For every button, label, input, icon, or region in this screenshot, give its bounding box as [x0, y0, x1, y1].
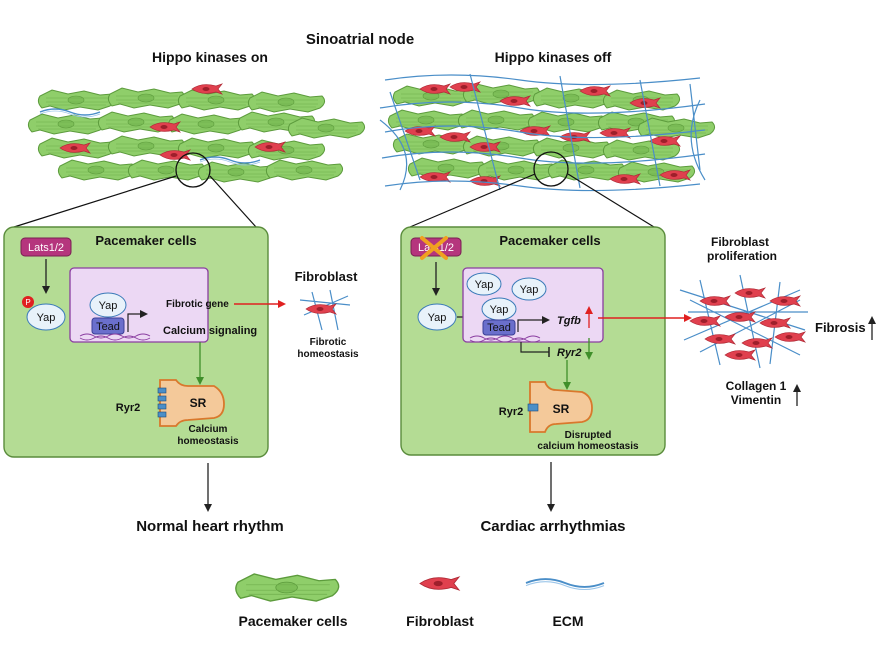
right-yap-label: Yap [428, 312, 447, 324]
lats-label: Lats1/2 [28, 242, 64, 254]
right-heading: Hippo kinases off [495, 49, 612, 65]
tgfb-label: Tgfb [557, 315, 581, 327]
tead-block [91, 317, 125, 335]
phospho-icon [22, 296, 34, 308]
left-panel: Pacemaker cells Lats1/2 P Yap Yap Tead F… [3, 226, 269, 458]
dna-icon [79, 333, 151, 341]
ryr2-channels [157, 387, 167, 418]
left-ryr2-label: Ryr2 [116, 402, 140, 414]
right-dna-icon [469, 335, 541, 343]
single-fibroblast-icon [299, 289, 351, 331]
phospho-label: P [25, 298, 30, 307]
legend-label-pacemaker: Pacemaker cells [239, 613, 348, 629]
yap-nuclear-label-2: Yap [520, 284, 539, 296]
yap-nuclear-2 [511, 277, 547, 301]
collagen-label: Collagen 1 [726, 379, 787, 393]
ryr2-gene-label: Ryr2 [557, 347, 581, 359]
lats-badge [20, 237, 72, 257]
vimentin-label: Vimentin [731, 393, 781, 407]
yap-nuclear-label: Yap [99, 300, 118, 312]
fibrotic-gene-label: Fibrotic gene [166, 299, 229, 310]
calcium-homeostasis-label-2: homeostasis [177, 436, 239, 447]
right-outcome: Cardiac arrhythmias [480, 518, 625, 535]
fibroblast-icon [419, 576, 460, 591]
pacemaker-cell-icon [235, 573, 340, 602]
legend-label-fibroblast: Fibroblast [406, 613, 474, 629]
yap-nuclear-1 [466, 272, 502, 296]
right-yap-cytoplasm [417, 303, 457, 331]
left-fibroblast-label: Fibroblast [295, 269, 359, 284]
disrupted-label-1: Disrupted [565, 430, 612, 441]
calcium-signaling-label: Calcium signaling [163, 325, 257, 337]
fibrosis-label: Fibrosis [815, 320, 866, 335]
yap-nuclear-label-3: Yap [490, 304, 509, 316]
fibrotic-homeostasis-label-2: homeostasis [297, 349, 359, 360]
right-tissue [379, 73, 716, 192]
disrupted-label-2: calcium homeostasis [537, 441, 639, 452]
left-tissue [27, 83, 366, 188]
right-tead-block [482, 319, 516, 336]
proliferation-label-1: Fibroblast [711, 235, 769, 249]
right-tead-label: Tead [487, 322, 511, 334]
ecm-fiber-icon [525, 578, 605, 591]
fibroblast-cluster [679, 274, 808, 369]
yap-cytoplasm [26, 303, 66, 331]
right-panel: Pacemaker cells Lats1/2 Yap Yap Yap Yap … [400, 226, 666, 456]
left-outcome: Normal heart rhythm [136, 518, 284, 535]
fibrotic-homeostasis-label-1: Fibrotic [310, 337, 347, 348]
left-panel-title: Pacemaker cells [95, 233, 196, 248]
diagram-title: Sinoatrial node [306, 31, 414, 48]
yap-label: Yap [37, 312, 56, 324]
right-sr [529, 381, 593, 433]
left-heading: Hippo kinases on [152, 49, 268, 65]
yap-nuclear [89, 292, 127, 318]
right-ryr2-channel [527, 403, 539, 412]
cross-icon [420, 236, 448, 260]
right-panel-title: Pacemaker cells [499, 233, 600, 248]
left-sr [159, 379, 225, 427]
right-sr-label: SR [553, 402, 570, 416]
tead-label: Tead [96, 321, 120, 333]
legend-label-ecm: ECM [552, 613, 583, 629]
legend: Pacemaker cells Fibroblast ECM [235, 573, 605, 629]
yap-nuclear-label-1: Yap [475, 279, 494, 291]
right-ryr2-label: Ryr2 [499, 406, 523, 418]
left-sr-label: SR [190, 396, 207, 410]
calcium-homeostasis-label-1: Calcium [189, 424, 228, 435]
proliferation-label-2: proliferation [707, 249, 777, 263]
